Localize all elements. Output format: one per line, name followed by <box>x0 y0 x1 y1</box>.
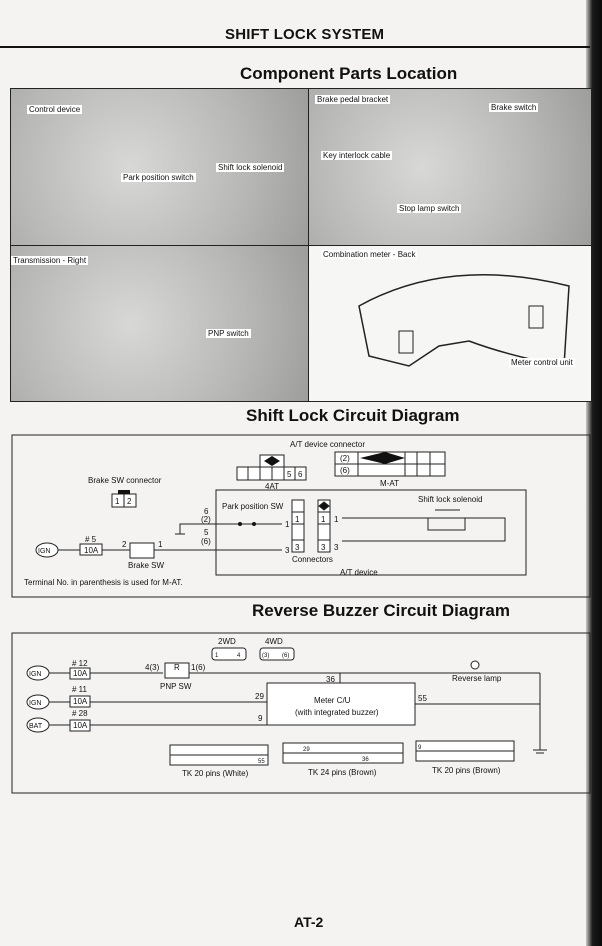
section-heading-components: Component Parts Location <box>240 64 458 83</box>
connector-blocks <box>291 499 331 553</box>
label: Stop lamp switch <box>397 204 462 213</box>
photo-combination-meter: Combination meter - Back Meter control u… <box>308 245 592 402</box>
meter-drawing <box>358 274 570 367</box>
label: 5 <box>287 470 292 479</box>
label: TK 24 pins (Brown) <box>308 768 377 777</box>
photo-control-device: Control device Park position switch Shif… <box>10 88 310 247</box>
label: A/T device connector <box>290 440 365 449</box>
label: 1 <box>115 497 120 506</box>
label: 2 <box>127 497 132 506</box>
label: Combination meter - Back <box>321 250 418 259</box>
page-number: AT-2 <box>294 914 324 930</box>
label: 3 <box>295 543 300 552</box>
label: 1 <box>158 540 163 549</box>
label: 1 <box>285 520 290 529</box>
label: 10A <box>73 697 88 706</box>
label: BAT <box>29 723 43 730</box>
label: (2) <box>340 454 350 463</box>
label: 2 <box>122 540 127 549</box>
section-heading-shift-lock: Shift Lock Circuit Diagram <box>246 406 460 425</box>
label: IGN <box>38 548 50 555</box>
label: Control device <box>27 105 83 114</box>
label: 6 <box>204 507 209 516</box>
label: Brake SW connector <box>88 476 162 485</box>
label: 36 <box>326 675 335 684</box>
label: 29 <box>255 692 264 701</box>
label: 3 <box>334 543 339 552</box>
section-heading-buzzer: Reverse Buzzer Circuit Diagram <box>252 601 510 620</box>
label: # 11 <box>72 685 88 694</box>
label: 4(3) <box>145 663 160 672</box>
label: # 12 <box>72 659 88 668</box>
label: 6 <box>298 470 303 479</box>
label: Shift lock solenoid <box>216 163 285 172</box>
label: R <box>174 663 180 672</box>
label: 29 <box>303 747 310 753</box>
label: Key interlock cable <box>321 151 393 160</box>
label: 3 <box>285 546 290 555</box>
label: # 28 <box>72 709 88 718</box>
connector-mat: (2) (6) M-AT <box>334 451 446 488</box>
label: 9 <box>258 714 263 723</box>
supply-bat-28: BAT # 28 10A <box>26 709 91 733</box>
supply-ign-11: IGN # 11 10A <box>26 685 91 710</box>
photo-transmission: Transmission - Right PNP switch <box>10 245 310 402</box>
page-title: SHIFT LOCK SYSTEM <box>225 26 385 43</box>
title-rule <box>0 46 590 48</box>
label: Connectors <box>292 555 333 564</box>
label: Brake SW <box>128 561 164 570</box>
label: PNP switch <box>206 329 251 338</box>
label: Reverse lamp <box>452 674 502 683</box>
label: 55 <box>418 694 427 703</box>
label: 10A <box>73 669 88 678</box>
label: Meter control unit <box>509 358 575 367</box>
label: 10A <box>84 546 99 555</box>
label: (2) <box>201 515 211 524</box>
label: # 5 <box>85 535 97 544</box>
label: M-AT <box>380 479 399 488</box>
label: (6) <box>201 537 211 546</box>
label: IGN <box>29 671 41 678</box>
label: TK 20 pins (White) <box>182 769 249 778</box>
label: 4WD <box>265 637 283 646</box>
photo-brake-pedal: Brake pedal bracket Brake switch Key int… <box>308 88 592 247</box>
label: 4 <box>237 653 241 659</box>
label: 9 <box>418 745 422 751</box>
reverse-buzzer-circuit-diagram: IGN # 12 10A IGN # 11 10A BAT # 28 10A 4… <box>11 632 591 794</box>
label: (with integrated buzzer) <box>295 708 379 717</box>
label: 4AT <box>265 482 279 491</box>
label: TK 20 pins (Brown) <box>432 766 501 775</box>
label: Transmission - Right <box>11 256 89 265</box>
label: A/T device <box>340 568 378 577</box>
label: Park position switch <box>121 173 196 182</box>
label: 1 <box>295 515 300 524</box>
label: 1 <box>321 515 326 524</box>
label: Brake switch <box>489 103 539 112</box>
label: PNP SW <box>160 682 192 691</box>
label: 10A <box>73 721 88 730</box>
label: Meter C/U <box>314 696 351 705</box>
label: (6) <box>340 466 350 475</box>
label: 55 <box>258 759 265 765</box>
label: 1(6) <box>191 663 206 672</box>
tk-connectors <box>169 740 515 766</box>
label: 1 <box>334 515 339 524</box>
supply-ign-12: IGN # 12 10A <box>26 659 91 681</box>
label: (6) <box>282 653 289 659</box>
label: 3 <box>321 543 326 552</box>
label: 1 <box>215 653 219 659</box>
label: Park position SW <box>222 502 284 511</box>
label: Shift lock solenoid <box>418 495 482 504</box>
label: 5 <box>204 528 209 537</box>
label: Terminal No. in parenthesis is used for … <box>24 578 183 587</box>
label: Brake pedal bracket <box>315 95 391 104</box>
label: 36 <box>362 757 369 763</box>
label: (3) <box>262 653 269 659</box>
label: IGN <box>29 700 41 707</box>
label: 2WD <box>218 637 236 646</box>
